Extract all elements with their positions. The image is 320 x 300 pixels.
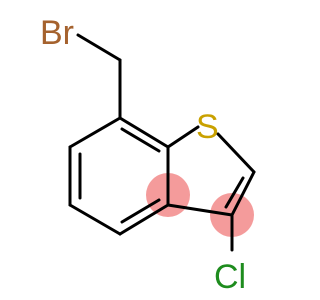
bond-c5-c4 <box>68 203 122 236</box>
bond-c7a-s <box>166 125 200 149</box>
molecule-canvas: Br S Cl <box>40 14 256 296</box>
bond-c2-c3 <box>230 170 256 217</box>
inner-bond-c4-c3a <box>120 198 161 224</box>
inner-bond-c2-c3 <box>224 176 245 209</box>
bond-s-c2 <box>216 132 256 174</box>
bond-c4-c3a <box>118 203 170 236</box>
chlorine-label: Cl <box>214 258 246 296</box>
bond-br-ch2 <box>76 33 122 62</box>
bond-c7a-c7 <box>118 116 170 149</box>
bromine-label: Br <box>40 14 74 52</box>
bond-c7-c6 <box>68 116 122 149</box>
bond-c3-c3a <box>166 203 234 217</box>
sulfur-label: S <box>196 108 219 146</box>
inner-bond-c7a-c7 <box>120 127 161 153</box>
